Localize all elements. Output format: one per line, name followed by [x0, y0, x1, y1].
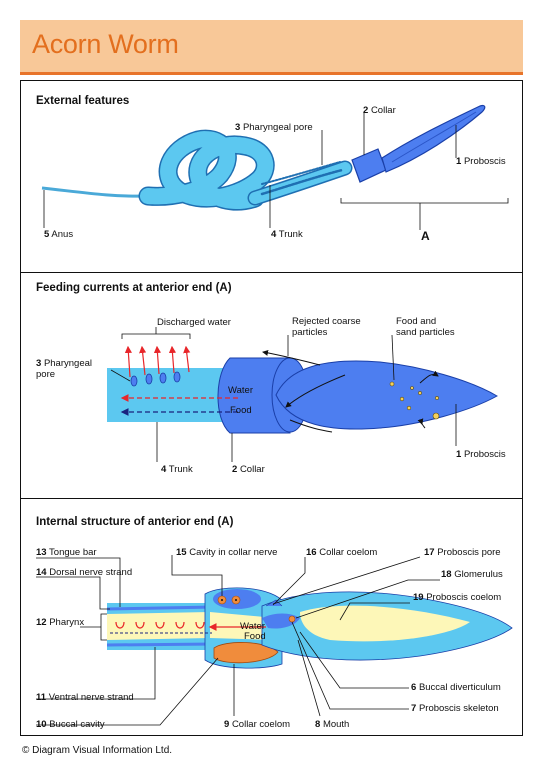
svg-text:Water: Water — [228, 385, 253, 396]
svg-text:Food: Food — [230, 405, 252, 416]
internal-structure-section: Internal structure of anterior end (A) — [36, 516, 513, 730]
svg-text:7 Proboscis skeleton: 7 Proboscis skeleton — [411, 703, 499, 714]
svg-text:12 Pharynx: 12 Pharynx — [36, 617, 84, 628]
external-features-section: External features 2 Collar 3 Phary — [36, 95, 509, 243]
svg-text:2 Collar: 2 Collar — [363, 105, 396, 116]
worm-collar — [351, 148, 387, 183]
label-a: A — [421, 229, 430, 243]
svg-text:Food: Food — [244, 631, 266, 642]
svg-text:11 Ventral nerve strand: 11 Ventral nerve strand — [36, 692, 134, 703]
section-title: Feeding currents at anterior end (A) — [36, 282, 232, 294]
svg-text:3 Pharyngeal: 3 Pharyngeal — [36, 358, 92, 369]
svg-text:4 Trunk: 4 Trunk — [271, 229, 303, 240]
svg-text:sand particles: sand particles — [396, 327, 455, 338]
worm-trunk — [138, 129, 353, 211]
svg-text:pore: pore — [36, 369, 55, 380]
svg-text:2 Collar: 2 Collar — [232, 464, 265, 475]
svg-text:17 Proboscis pore: 17 Proboscis pore — [424, 547, 501, 558]
svg-text:8 Mouth: 8 Mouth — [315, 719, 349, 730]
section-divider — [20, 498, 523, 499]
svg-text:Discharged water: Discharged water — [157, 317, 231, 328]
page-header: Acorn Worm — [20, 20, 523, 75]
svg-text:1 Proboscis: 1 Proboscis — [456, 449, 506, 460]
worm-tail — [41, 186, 149, 198]
svg-text:14 Dorsal nerve strand: 14 Dorsal nerve strand — [36, 567, 132, 578]
feeding-currents-section: Feeding currents at anterior end (A) — [36, 282, 506, 475]
trunk-tube — [107, 368, 232, 422]
svg-text:particles: particles — [292, 327, 328, 338]
svg-text:10 Buccal cavity: 10 Buccal cavity — [36, 719, 105, 730]
svg-text:16 Collar coelom: 16 Collar coelom — [306, 547, 377, 558]
proboscis-body — [275, 360, 499, 430]
svg-text:Rejected coarse: Rejected coarse — [292, 316, 361, 327]
svg-text:3 Pharyngeal pore: 3 Pharyngeal pore — [235, 122, 313, 133]
svg-text:9 Collar coelom: 9 Collar coelom — [224, 719, 290, 730]
diagram-panel — [20, 80, 523, 736]
svg-text:Water: Water — [240, 621, 265, 632]
svg-text:4 Trunk: 4 Trunk — [161, 464, 193, 475]
svg-text:5 Anus: 5 Anus — [44, 229, 73, 240]
section-title: Internal structure of anterior end (A) — [36, 516, 234, 528]
page-title: Acorn Worm — [32, 29, 179, 59]
svg-text:Food and: Food and — [396, 316, 436, 327]
section-title: External features — [36, 95, 129, 107]
svg-text:19 Proboscis coelom: 19 Proboscis coelom — [413, 592, 501, 603]
svg-text:6 Buccal diverticulum: 6 Buccal diverticulum — [411, 682, 501, 693]
svg-text:15 Cavity in collar nerve: 15 Cavity in collar nerve — [176, 547, 277, 558]
svg-text:18 Glomerulus: 18 Glomerulus — [441, 569, 503, 580]
section-divider — [20, 272, 523, 273]
svg-text:13 Tongue bar: 13 Tongue bar — [36, 547, 97, 558]
svg-text:1 Proboscis: 1 Proboscis — [456, 156, 506, 167]
copyright-notice: © Diagram Visual Information Ltd. — [22, 745, 173, 756]
